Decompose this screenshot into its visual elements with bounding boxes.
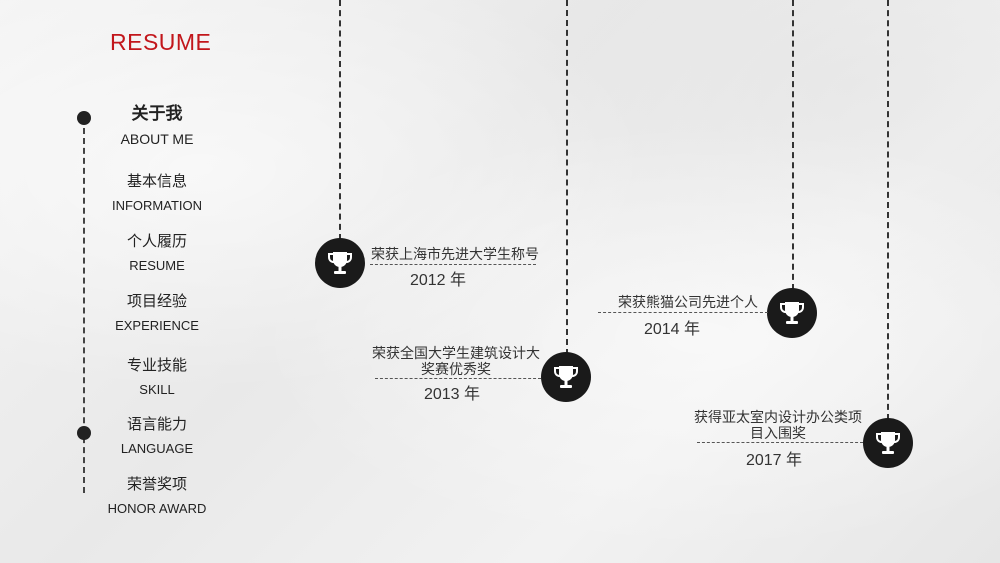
nav-marker-dot (77, 111, 91, 125)
nav-item-en: LANGUAGE (120, 441, 194, 456)
nav-item-information[interactable]: 基本信息 INFORMATION (95, 172, 219, 214)
nav-item-zh: 关于我 (131, 104, 183, 124)
nav-marker-dot (77, 426, 91, 440)
trophy-icon (780, 302, 804, 324)
resume-title: RESUME (110, 29, 212, 55)
nav-item-zh: 语言能力 (126, 415, 187, 433)
award-year: 2013 年 (423, 386, 481, 403)
nav-item-en: INFORMATION (111, 198, 203, 213)
nav-dashed-line (83, 118, 85, 493)
nav-item-experience[interactable]: 项目经验 EXPERIENCE (95, 292, 219, 334)
timeline-hanging-line (566, 0, 568, 355)
nav-item-about-me[interactable]: 关于我 ABOUT ME (95, 105, 219, 147)
award-year: 2014 年 (643, 321, 701, 338)
trophy-icon (554, 366, 578, 388)
timeline-hanging-line (887, 0, 889, 420)
award-title: 获得亚太室内设计办公类项目入围奖 (694, 410, 862, 442)
timeline-hanging-line (339, 0, 341, 240)
award-underline (598, 312, 768, 313)
nav-item-en: EXPERIENCE (115, 318, 199, 333)
nav-item-language[interactable]: 语言能力 LANGUAGE (95, 415, 219, 457)
nav-item-zh: 专业技能 (126, 356, 187, 374)
award-underline (375, 378, 541, 379)
nav-item-zh: 基本信息 (126, 172, 187, 190)
award-underline (370, 264, 536, 265)
nav-item-en: RESUME (129, 258, 185, 273)
award-badge (863, 418, 913, 468)
nav-item-zh: 项目经验 (126, 292, 187, 310)
award-title: 荣获全国大学生建筑设计大奖赛优秀奖 (372, 346, 540, 378)
award-title: 荣获熊猫公司先进个人 (618, 295, 758, 311)
nav-item-skill[interactable]: 专业技能 SKILL (95, 356, 219, 398)
nav-item-en: ABOUT ME (120, 131, 194, 147)
trophy-icon (328, 252, 352, 274)
award-title: 荣获上海市先进大学生称号 (371, 247, 539, 263)
nav-item-honor-award[interactable]: 荣誉奖项 HONOR AWARD (95, 475, 219, 517)
nav-item-resume[interactable]: 个人履历 RESUME (95, 232, 219, 274)
nav-item-en: SKILL (139, 382, 175, 397)
nav-item-en: HONOR AWARD (107, 501, 207, 516)
award-badge (541, 352, 591, 402)
award-badge (315, 238, 365, 288)
trophy-icon (876, 432, 900, 454)
nav-item-zh: 个人履历 (126, 232, 187, 250)
nav-item-zh: 荣誉奖项 (126, 475, 187, 493)
award-year: 2017 年 (745, 452, 803, 469)
award-year: 2012 年 (409, 272, 467, 289)
award-badge (767, 288, 817, 338)
timeline-hanging-line (792, 0, 794, 290)
award-underline (697, 442, 863, 443)
